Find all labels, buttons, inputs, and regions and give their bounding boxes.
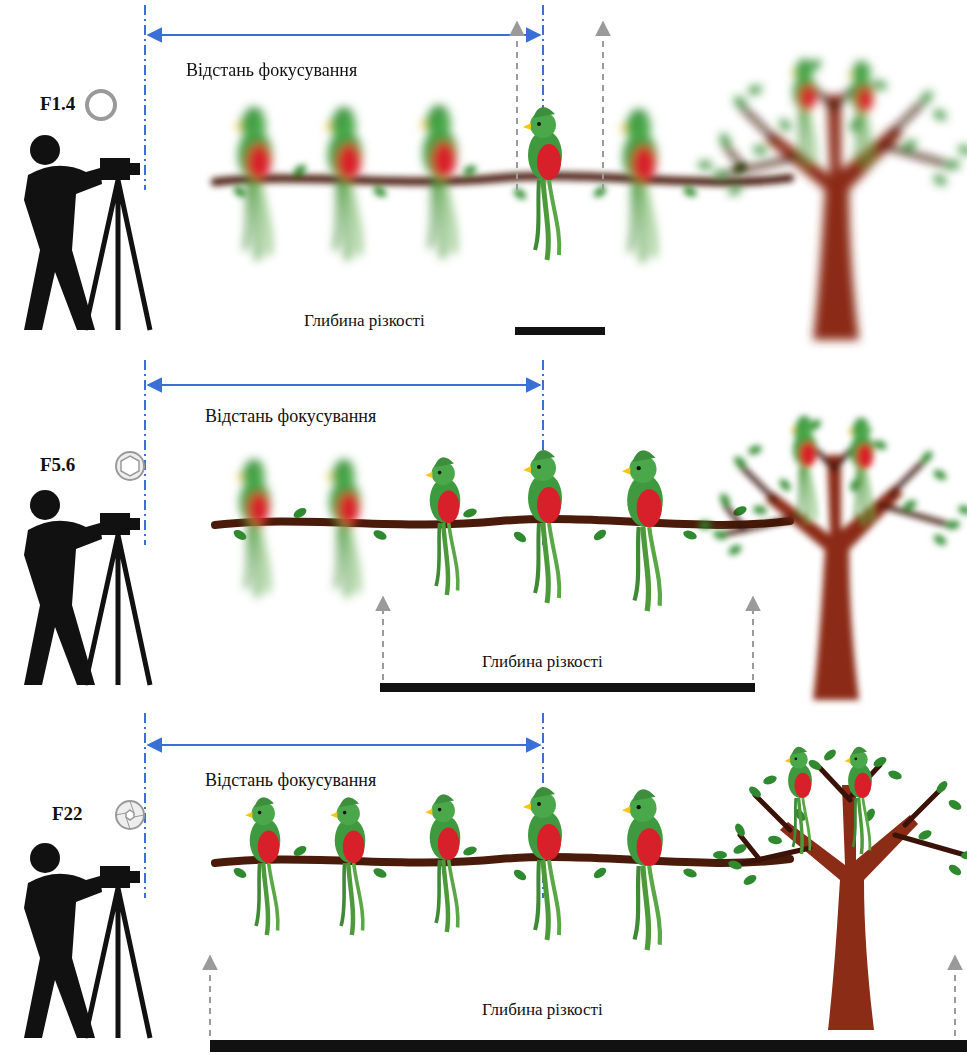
- drawing-g: [233, 57, 967, 340]
- depth-of-field-label: Глибина різкості: [478, 652, 607, 672]
- focus-distance-label: Відстань фокусування: [186, 60, 357, 82]
- drawing-polygon: [126, 810, 134, 820]
- drawing-use: [790, 59, 817, 166]
- drawing-circle: [116, 801, 144, 829]
- drawing-line: [516, 22, 518, 190]
- drawing-line: [382, 597, 384, 680]
- drawing-rect: [210, 1040, 967, 1052]
- drawing-use: [713, 747, 967, 1030]
- drawing-use: [24, 843, 150, 1038]
- panel-f22: [24, 713, 967, 1052]
- drawing-g: [235, 459, 360, 597]
- drawing-use: [418, 105, 457, 258]
- drawing-line: [602, 22, 604, 190]
- drawing-rect: [380, 683, 755, 692]
- aperture-value: F22: [52, 803, 83, 826]
- drawing-use: [622, 450, 663, 611]
- panel-f56: [24, 360, 967, 700]
- panel-f14: [24, 5, 967, 340]
- drawing-use: [235, 459, 270, 597]
- drawing-line: [954, 956, 956, 1036]
- drawing-polygon: [121, 456, 139, 476]
- drawing-use: [523, 787, 562, 940]
- drawing-use: [698, 57, 967, 340]
- drawing-use: [24, 490, 150, 685]
- depth-of-field-label: Глибина різкості: [300, 311, 429, 331]
- drawing-use: [323, 107, 362, 260]
- drawing-use: [523, 450, 562, 603]
- focus-distance-label: Відстань фокусування: [205, 770, 376, 792]
- aperture-value: F1.4: [40, 93, 75, 116]
- drawing-use: [330, 797, 365, 935]
- drawing-rect: [515, 327, 605, 335]
- drawing-use: [845, 747, 872, 854]
- drawing-use: [24, 135, 150, 330]
- drawing-line: [148, 34, 540, 36]
- drawing-use: [245, 797, 280, 935]
- drawing-use: [847, 418, 874, 525]
- drawing-line: [209, 956, 211, 1036]
- drawing-use: [790, 416, 817, 523]
- drawing-use: [233, 107, 272, 260]
- drawing-path: [116, 801, 144, 829]
- drawing-use: [523, 107, 562, 260]
- drawing-use: [785, 747, 812, 854]
- depth-of-field-label: Глибина різкості: [478, 1000, 607, 1020]
- drawing-line: [148, 744, 540, 746]
- drawing-circle: [116, 452, 144, 480]
- drawing-line: [752, 597, 754, 680]
- drawing-line: [148, 384, 540, 386]
- drawing-use: [847, 61, 874, 168]
- drawing-use: [215, 842, 790, 882]
- drawing-use: [425, 794, 460, 932]
- drawing-use: [622, 789, 663, 950]
- drawing-use: [325, 459, 360, 597]
- aperture-value: F5.6: [40, 454, 75, 477]
- drawing-use: [618, 109, 657, 262]
- focus-distance-label: Відстань фокусування: [205, 406, 376, 428]
- drawing-use: [698, 417, 967, 700]
- drawing-use: [425, 457, 460, 595]
- drawing-circle: [87, 91, 115, 119]
- drawing-g: [698, 416, 967, 700]
